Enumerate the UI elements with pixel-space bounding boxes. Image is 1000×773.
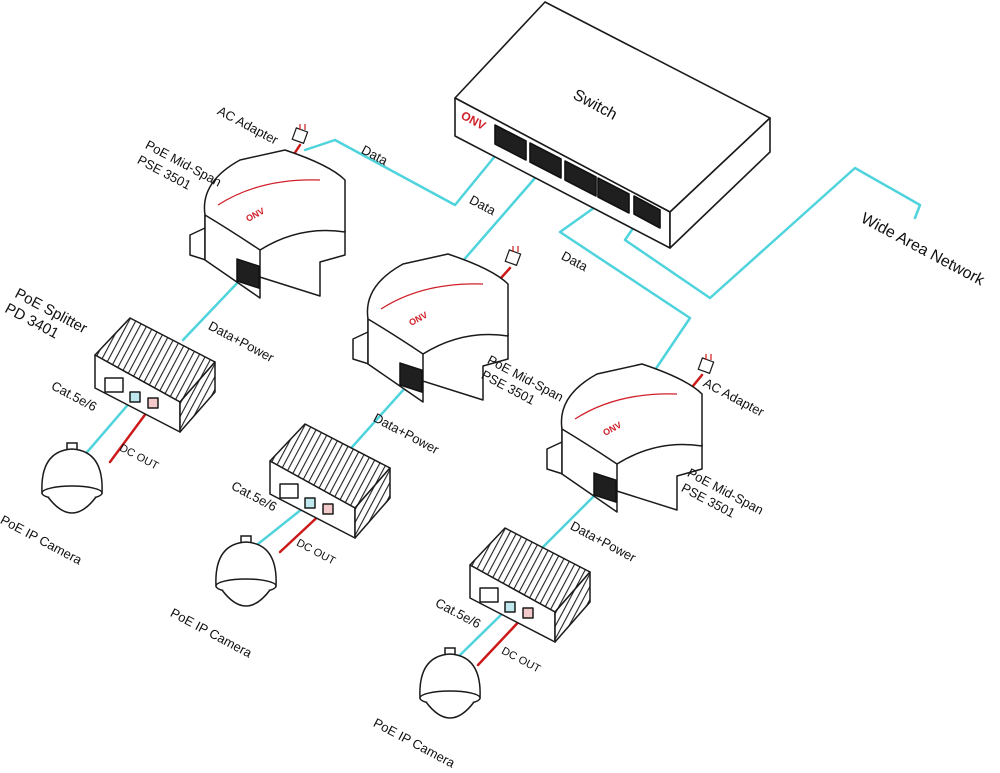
ac-adapter-plug-1 (291, 124, 309, 145)
ac-adapter-body-1 (291, 127, 309, 145)
cable-switch-to-midspan-1 (303, 138, 502, 207)
cable-splitter1-to-camera1 (80, 398, 134, 460)
switch-port-4 (597, 177, 630, 214)
cable-switch-to-midspan-3 (558, 198, 692, 372)
splitter-port-block-1 (104, 377, 124, 393)
splitter-eth-port-2 (304, 497, 316, 509)
midspan-body-2 (366, 253, 509, 365)
camera-housing-1 (41, 448, 103, 494)
data-cables (80, 138, 922, 662)
branch-2: ONV (215, 246, 522, 607)
midspan-port-1 (236, 258, 260, 289)
splitter-dc-port-3 (522, 607, 534, 619)
cable-splitter3-to-camera3 (453, 606, 510, 662)
switch-port-3 (564, 160, 597, 197)
splitter-side-3 (554, 571, 591, 643)
ip-camera-3 (419, 647, 481, 719)
midspan-port-2 (399, 362, 423, 393)
poe-splitter-2 (269, 423, 391, 539)
poe-splitter-3 (469, 527, 591, 643)
ip-camera-2 (215, 535, 277, 607)
splitter-port-block-3 (479, 587, 499, 603)
midspan-injector-3: ONV (546, 363, 703, 513)
camera-housing-2 (215, 541, 277, 587)
camera-housing-3 (419, 653, 481, 699)
splitter-port-block-2 (279, 483, 299, 499)
network-switch: ONV Switch (454, 1, 771, 249)
splitter-side-2 (354, 467, 391, 539)
splitter-eth-port-3 (504, 601, 516, 613)
switch-port-5 (633, 195, 661, 229)
midspan-red-stripe-1 (217, 179, 321, 206)
camera-dome-3 (425, 701, 475, 719)
poe-splitter-1 (94, 317, 216, 433)
midspan-injector-1: ONV (189, 149, 346, 299)
cable-midspan2-to-splitter2 (343, 386, 407, 457)
midspan-red-stripe-2 (380, 283, 484, 310)
midspan-body-3 (560, 363, 703, 475)
midspan-injector-2: ONV (352, 253, 509, 403)
switch-ports (494, 124, 661, 229)
cable-switch-to-wan (623, 166, 922, 300)
power-splitter1-to-camera1 (108, 406, 152, 464)
ac-adapter-body-3 (697, 357, 715, 375)
ac-adapter-plug-3 (697, 354, 715, 375)
switch-port-1 (494, 124, 527, 161)
splitter-dc-port-2 (322, 503, 334, 515)
switch-port-2 (529, 142, 562, 179)
branch-1: ONV (41, 124, 346, 514)
ac-adapter-body-2 (504, 249, 522, 267)
midspan-red-stripe-3 (574, 393, 678, 420)
midspan-body-1 (203, 149, 346, 261)
ip-camera-1 (41, 442, 103, 514)
splitter-eth-port-1 (129, 391, 141, 403)
branch-3: ONV (419, 354, 715, 719)
cable-midspan1-to-splitter1 (181, 276, 244, 342)
switch-right-face (669, 117, 771, 249)
cable-midspan3-to-splitter3 (540, 490, 600, 550)
splitter-side-1 (179, 361, 216, 433)
cable-splitter2-to-camera2 (251, 503, 309, 550)
camera-dome-1 (47, 496, 97, 514)
camera-dome-2 (221, 589, 271, 607)
midspan-port-3 (593, 472, 617, 503)
ac-adapter-plug-2 (504, 246, 522, 267)
splitter-dc-port-1 (147, 397, 159, 409)
